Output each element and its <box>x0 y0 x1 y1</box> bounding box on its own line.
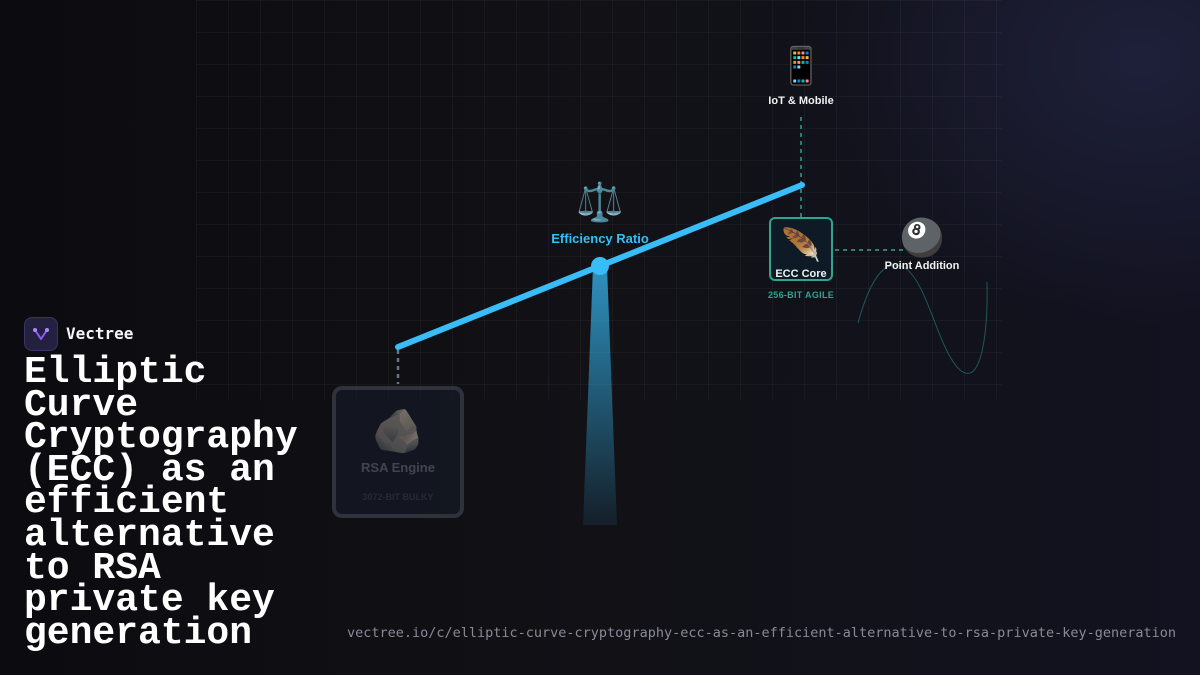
ecc-core-label: ECC Core <box>775 268 827 280</box>
point-addition-label: Point Addition <box>884 260 960 272</box>
ecc-core-sublabel: 256-BIT AGILE <box>767 290 835 300</box>
fulcrum-pillar <box>583 266 617 525</box>
feather-icon: 🪶 <box>781 227 821 263</box>
balance-scale-icon: ⚖️ <box>576 182 624 224</box>
rsa-engine-node: 🪨 RSA Engine 3072-BIT BULKY <box>332 386 464 518</box>
brand-name: Vectree <box>66 324 134 343</box>
vectree-logo-icon <box>24 317 58 351</box>
mobile-phone-icon: 📱 <box>778 45 824 86</box>
iot-label: IoT & Mobile <box>768 95 834 107</box>
fulcrum-label: Efficiency Ratio <box>551 231 649 246</box>
rock-icon: 🪨 <box>371 407 425 454</box>
rsa-engine-label: RSA Engine <box>361 460 435 475</box>
page-title: Elliptic Curve Cryptography (ECC) as an … <box>24 351 298 655</box>
ecc-core-node: 🪶 ECC Core <box>769 217 833 281</box>
rsa-engine-sublabel: 3072-BIT BULKY <box>362 492 434 502</box>
fulcrum-pivot <box>591 257 609 275</box>
page-url[interactable]: vectree.io/c/elliptic-curve-cryptography… <box>346 625 1176 641</box>
eight-ball-icon: 🎱 <box>899 217 945 258</box>
elliptic-curve <box>857 264 988 374</box>
